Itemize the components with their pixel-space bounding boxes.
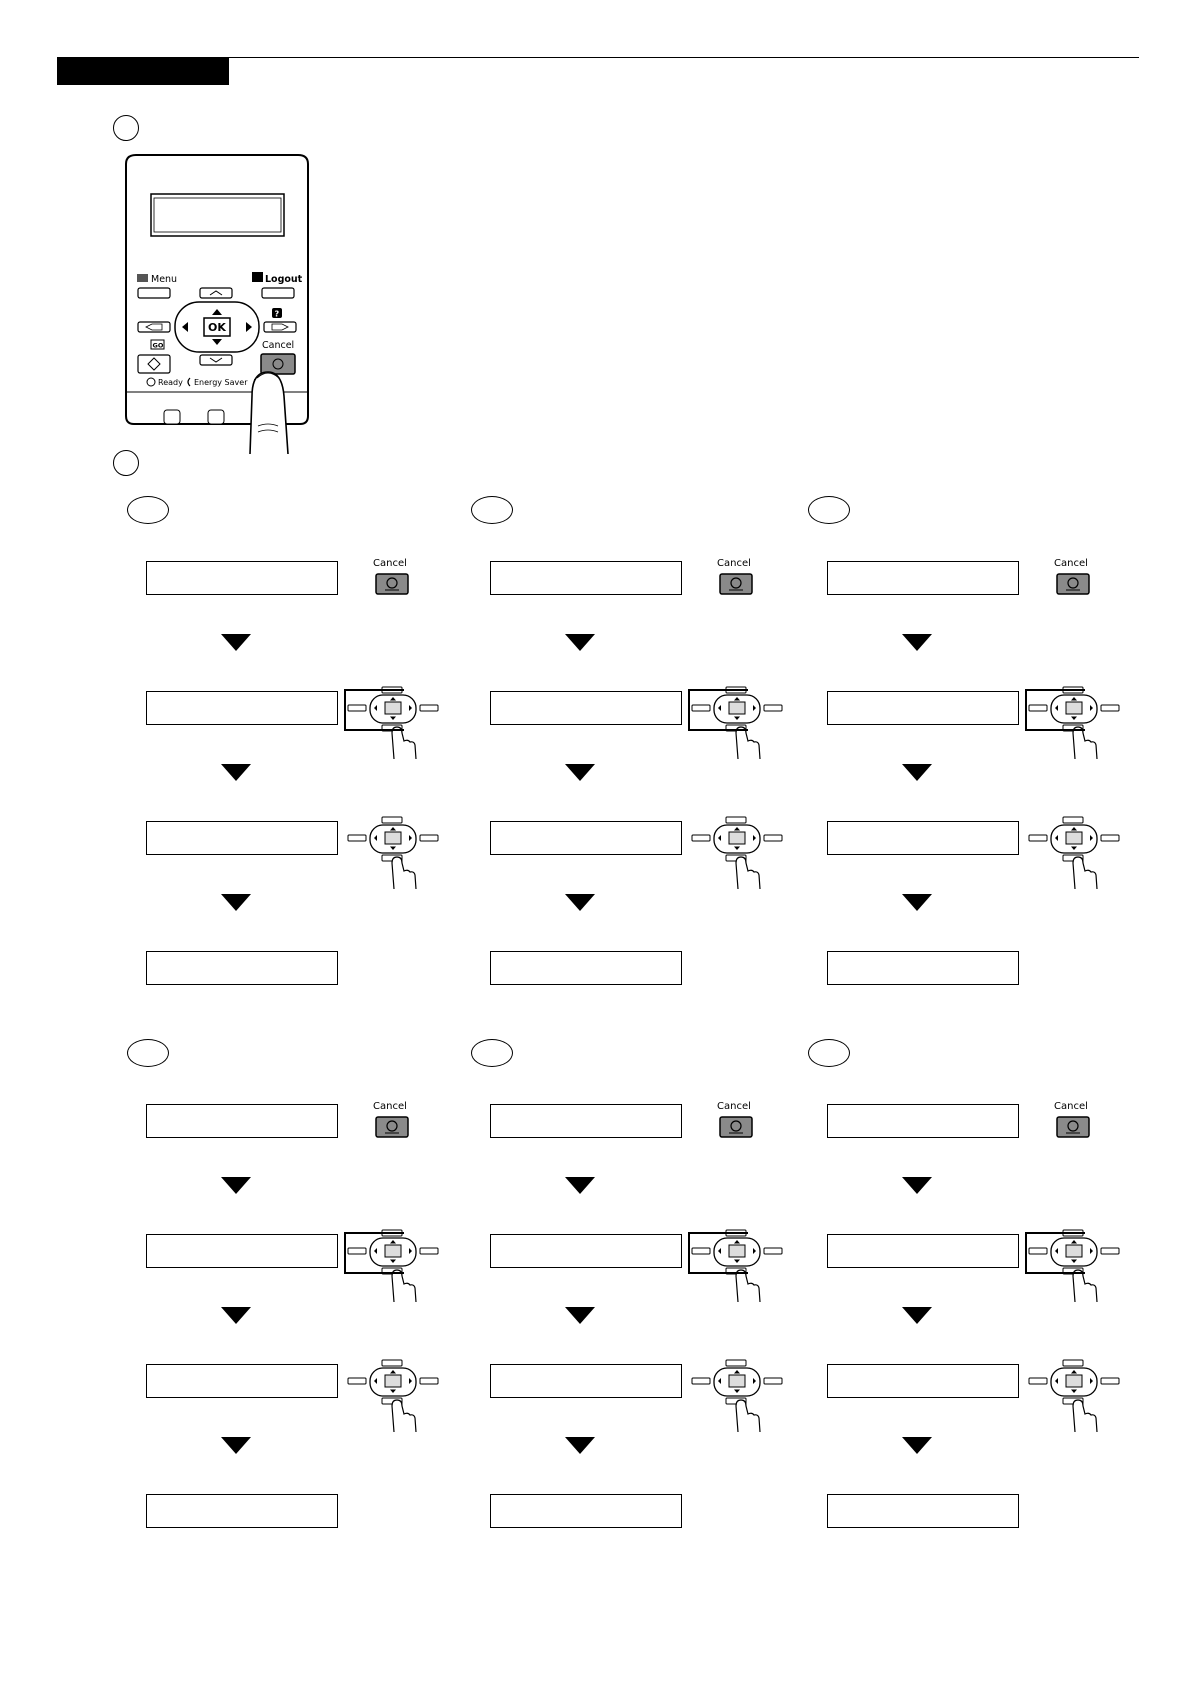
navigation-pad-ok-icon [1027, 1358, 1121, 1437]
cancel-stop-icon [1056, 1116, 1090, 1143]
cancel-stop-icon [375, 573, 409, 600]
cancel-stop-icon [375, 1116, 409, 1143]
down-arrow-icon [565, 764, 595, 781]
procedure-marker [808, 1039, 850, 1067]
lcd-message-box [146, 1234, 338, 1268]
navigation-pad-down-icon [688, 685, 784, 764]
lcd-message-box [146, 1364, 338, 1398]
highlight-frame [688, 1232, 748, 1274]
lcd-message-box [490, 1494, 682, 1528]
down-arrow-icon [565, 634, 595, 651]
cancel-key-label: Cancel [717, 1101, 751, 1112]
lcd-message-box [490, 1104, 682, 1138]
menu-label: Menu [151, 274, 177, 285]
down-arrow-icon [221, 894, 251, 911]
lcd-message-box [146, 1494, 338, 1528]
energy-saver-label: Energy Saver [194, 378, 248, 387]
down-arrow-icon [565, 1437, 595, 1454]
down-arrow-icon [902, 634, 932, 651]
highlight-frame [688, 689, 748, 731]
lcd-message-box [490, 1364, 682, 1398]
down-arrow-icon [565, 894, 595, 911]
lcd-message-box [490, 691, 682, 725]
lcd-message-box [146, 951, 338, 985]
down-arrow-icon [565, 1307, 595, 1324]
highlight-frame [344, 1232, 404, 1274]
lcd-message-box [490, 821, 682, 855]
down-arrow-icon [221, 1437, 251, 1454]
cancel-key-label: Cancel [373, 558, 407, 569]
cancel-key-label: Cancel [1054, 1101, 1088, 1112]
cancel-stop-icon [1056, 573, 1090, 600]
panel-cancel-key [260, 353, 296, 375]
procedure-marker [127, 496, 169, 524]
help-label: ? [275, 310, 280, 319]
cancel-stop-icon [719, 1116, 753, 1143]
cancel-key-label: Cancel [1054, 558, 1088, 569]
lcd-message-box [827, 951, 1019, 985]
ok-key [203, 317, 231, 337]
cancel-stop-icon [719, 573, 753, 600]
navigation-pad-down-icon [344, 685, 440, 764]
down-arrow-icon [902, 764, 932, 781]
lcd-message-box [146, 821, 338, 855]
navigation-pad-ok-icon [346, 1358, 440, 1437]
cancel-key-label: Cancel [373, 1101, 407, 1112]
down-arrow-icon [902, 1437, 932, 1454]
navigation-pad-ok-icon [1027, 815, 1121, 894]
down-arrow-icon [221, 1177, 251, 1194]
navigation-pad-ok-icon [690, 815, 784, 894]
lcd-message-box [146, 1104, 338, 1138]
procedure-marker [471, 1039, 513, 1067]
navigation-pad-down-icon [344, 1228, 440, 1307]
down-arrow-icon [565, 1177, 595, 1194]
highlight-frame [1025, 1232, 1085, 1274]
lcd-message-box [827, 1234, 1019, 1268]
down-arrow-icon [902, 894, 932, 911]
header-rule [229, 57, 1139, 58]
lcd-message-box [146, 691, 338, 725]
ok-label: OK [208, 321, 226, 334]
navigation-pad-ok-icon [346, 815, 440, 894]
ready-label: Ready [158, 378, 183, 387]
navigation-pad-ok-icon [690, 1358, 784, 1437]
section-header-bar [57, 57, 229, 85]
lcd-message-box [827, 821, 1019, 855]
down-arrow-icon [902, 1307, 932, 1324]
lcd-message-box [827, 1364, 1019, 1398]
procedure-marker [127, 1039, 169, 1067]
down-arrow-icon [221, 634, 251, 651]
lcd-message-box [490, 561, 682, 595]
logout-icon [252, 272, 263, 282]
lcd-message-box [146, 561, 338, 595]
down-arrow-icon [221, 764, 251, 781]
lcd-message-box [490, 1234, 682, 1268]
procedure-marker [808, 496, 850, 524]
lcd-message-box [490, 951, 682, 985]
step-2-marker [113, 450, 139, 476]
step-1-marker [113, 115, 139, 141]
navigation-pad-down-icon [688, 1228, 784, 1307]
go-label: GO [153, 342, 164, 350]
highlight-frame [344, 689, 404, 731]
down-arrow-icon [902, 1177, 932, 1194]
navigation-pad-down-icon [1025, 685, 1121, 764]
navigation-pad-down-icon [1025, 1228, 1121, 1307]
highlight-frame [1025, 689, 1085, 731]
lcd-message-box [827, 1494, 1019, 1528]
lcd-message-box [827, 691, 1019, 725]
cancel-key-label: Cancel [717, 558, 751, 569]
procedure-marker [471, 496, 513, 524]
menu-icon [137, 274, 148, 282]
lcd-message-box [827, 561, 1019, 595]
operation-panel-illustration: Menu Logout OK ? GO Cancel Ready Energy … [125, 154, 309, 454]
lcd-message-box [827, 1104, 1019, 1138]
panel-cancel-label: Cancel [262, 340, 294, 351]
logout-label: Logout [265, 274, 303, 285]
down-arrow-icon [221, 1307, 251, 1324]
pressing-finger [249, 371, 289, 454]
